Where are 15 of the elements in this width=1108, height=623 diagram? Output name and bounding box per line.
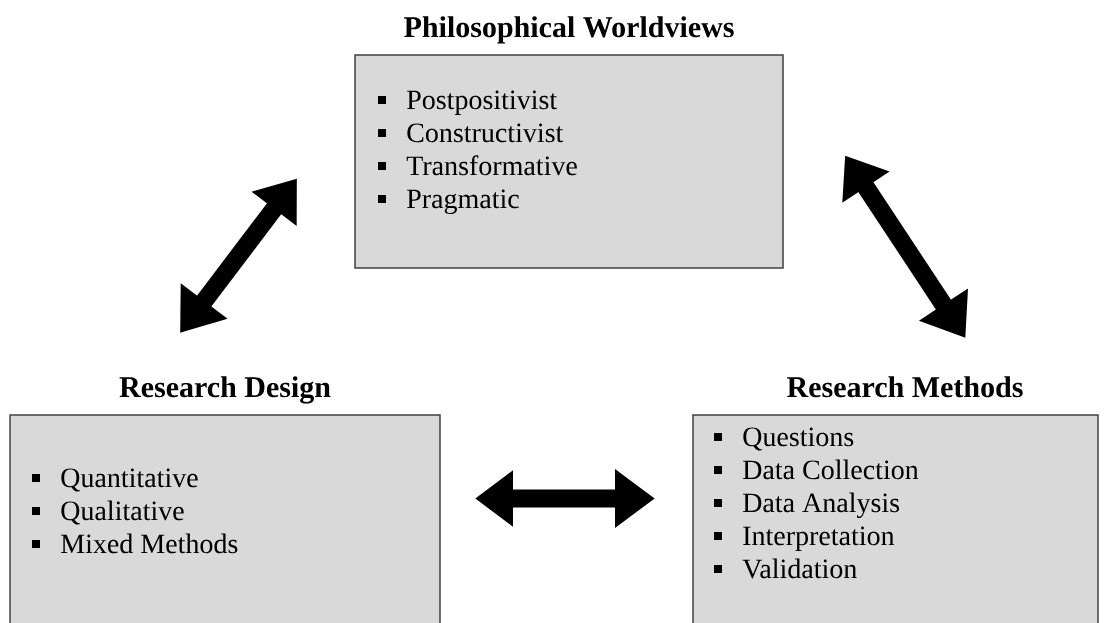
heading: Research Design <box>119 376 331 404</box>
heading: Philosophical Worldviews <box>404 16 734 44</box>
heading: Research Methods <box>787 376 1023 398</box>
list-item: Data Analysis <box>714 492 900 519</box>
list-item: Data Collection <box>714 459 919 480</box>
list-item: Constructivist <box>378 123 564 143</box>
list-item: Qualitative <box>32 500 184 525</box>
list-item: Interpretation <box>714 526 895 551</box>
list-item: Mixed Methods <box>32 533 238 554</box>
list-item: Postpositivist <box>378 90 557 115</box>
list-item: Transformative <box>378 155 577 176</box>
list-item: Quantitative <box>32 468 198 492</box>
list-item: Pragmatic <box>378 189 519 215</box>
list-item: Questions <box>714 427 854 451</box>
list-item: Validation <box>714 558 857 579</box>
